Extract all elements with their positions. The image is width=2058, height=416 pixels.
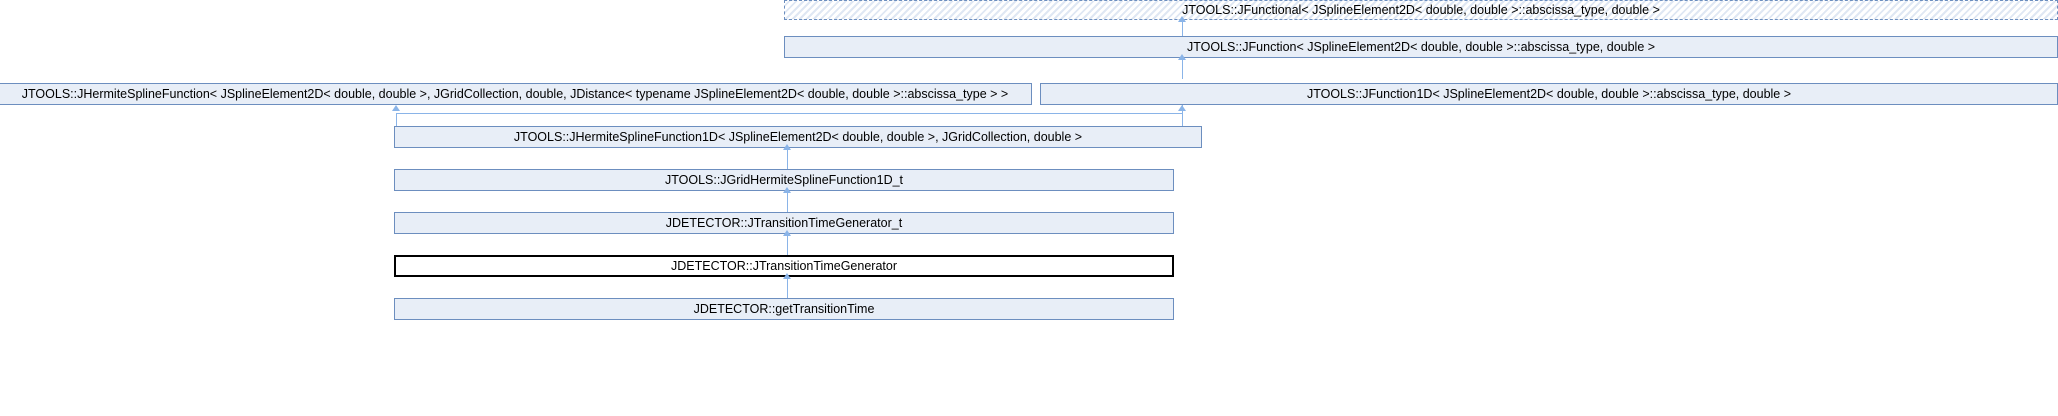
arrowhead-jfunction-to-jfunctional [1178, 16, 1186, 22]
node-jhermitesplinefunction1d-label: JTOOLS::JHermiteSplineFunction1D< JSplin… [513, 129, 1083, 144]
edge-jhermitesplinefunction1d-branch-horizontal [396, 113, 1182, 114]
edge-jtransitiontimegenerator-to-jtransitiontimegenerator-t [787, 234, 788, 255]
node-jhermitesplinefunction[interactable]: JTOOLS::JHermiteSplineFunction< JSplineE… [0, 83, 1032, 105]
arrowhead-jgridhermite-to-jhermitesplinefunction1d [783, 144, 791, 150]
edge-jhermitesplinefunction1d-to-left-parent-vert [396, 113, 397, 126]
edge-jhermitesplinefunction1d-to-jfunction1d [1182, 105, 1183, 126]
edge-jfunction-to-jfunctional [1182, 20, 1183, 36]
node-jtransitiontimegenerator-label: JDETECTOR::JTransitionTimeGenerator [671, 258, 897, 273]
edge-jtransitiontimegenerator-t-to-jgridhermite [787, 191, 788, 212]
edge-gettransitiontime-to-jtransitiontimegenerator [787, 277, 788, 298]
node-jtransitiontimegenerator-t[interactable]: JDETECTOR::JTransitionTimeGenerator_t [394, 212, 1174, 234]
node-jfunctional[interactable]: JTOOLS::JFunctional< JSplineElement2D< d… [784, 0, 2058, 20]
node-jfunction1d-label: JTOOLS::JFunction1D< JSplineElement2D< d… [1306, 86, 1792, 101]
arrowhead-jtransitiontimegenerator-t-to-jgridhermite [783, 187, 791, 193]
arrowhead-jfunction1d-to-jfunction [1178, 54, 1186, 60]
node-jfunction1d[interactable]: JTOOLS::JFunction1D< JSplineElement2D< d… [1040, 83, 2058, 105]
node-jtransitiontimegenerator-t-label: JDETECTOR::JTransitionTimeGenerator_t [665, 215, 903, 230]
node-jfunctional-label: JTOOLS::JFunctional< JSplineElement2D< d… [1182, 2, 1660, 17]
node-gettransitiontime-label: JDETECTOR::getTransitionTime [693, 301, 875, 316]
node-gettransitiontime[interactable]: JDETECTOR::getTransitionTime [394, 298, 1174, 320]
arrowhead-to-jfunction1d [1178, 105, 1186, 111]
node-jfunction-label: JTOOLS::JFunction< JSplineElement2D< dou… [1186, 39, 1656, 54]
node-jgridhermitesplinefunction1d-t[interactable]: JTOOLS::JGridHermiteSplineFunction1D_t [394, 169, 1174, 191]
arrowhead-to-jhermitesplinefunction [392, 105, 400, 111]
node-jhermitesplinefunction1d[interactable]: JTOOLS::JHermiteSplineFunction1D< JSplin… [394, 126, 1202, 148]
edge-jgridhermite-to-jhermitesplinefunction1d [787, 148, 788, 169]
node-jhermitesplinefunction-label: JTOOLS::JHermiteSplineFunction< JSplineE… [21, 86, 1009, 101]
arrowhead-jtransitiontimegenerator-to-t [783, 230, 791, 236]
arrowhead-gettransitiontime-to-jtransitiontimegenerator [783, 273, 791, 279]
node-jfunction[interactable]: JTOOLS::JFunction< JSplineElement2D< dou… [784, 36, 2058, 58]
edge-jfunction1d-to-jfunction [1182, 58, 1183, 79]
node-jgridhermitesplinefunction1d-t-label: JTOOLS::JGridHermiteSplineFunction1D_t [664, 172, 904, 187]
